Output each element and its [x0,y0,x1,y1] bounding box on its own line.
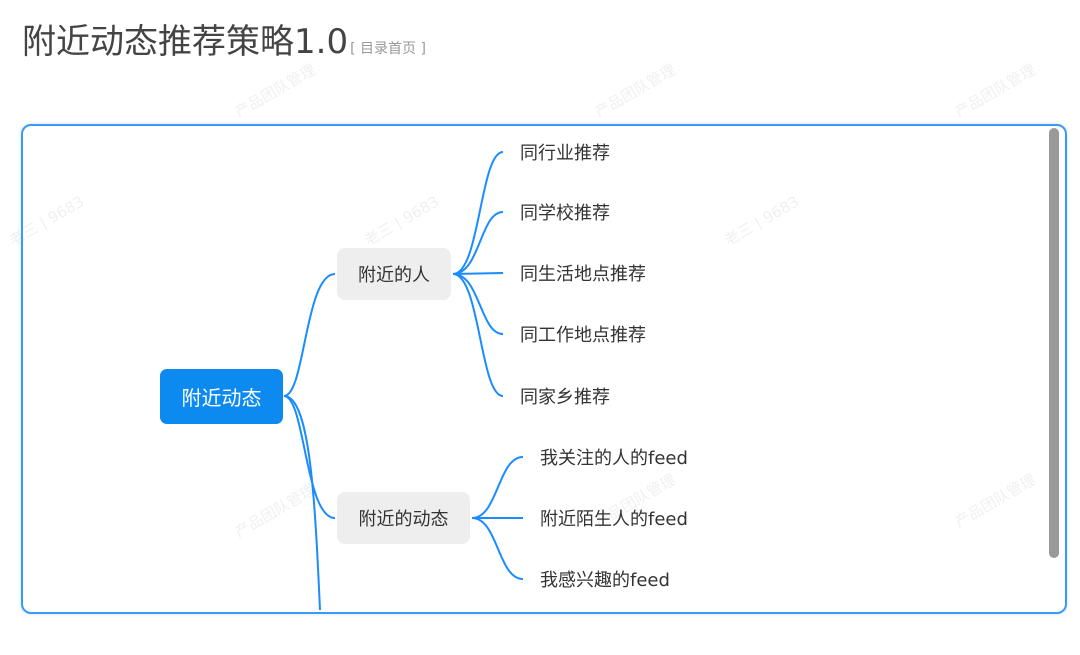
connector [283,395,321,611]
connector [452,273,504,397]
mindmap-leaf-node[interactable]: 同家乡推荐 [520,387,610,408]
mindmap-leaf-node[interactable]: 附近陌生人的feed [540,509,688,530]
mindmap-leaf-node[interactable]: 同工作地点推荐 [520,325,646,346]
connector [283,273,336,397]
mindmap-branch-node[interactable]: 附近的人 [337,248,451,300]
page-title: 附近动态推荐策略1.0[ 目录首页 ] [22,14,426,63]
vertical-scrollbar[interactable] [1049,128,1059,558]
connector [452,211,504,275]
connector [471,517,524,580]
connector [452,273,504,335]
mindmap-branch-node[interactable]: 附近的动态 [337,492,470,544]
mindmap-leaf-node[interactable]: 我关注的人的feed [540,448,688,469]
connector [452,272,504,275]
page-title-text: 附近动态推荐策略1.0 [22,22,349,62]
connector [452,151,504,275]
toc-home-link[interactable]: [ 目录首页 ] [350,41,426,57]
connector [471,456,524,519]
mindmap-canvas[interactable] [21,124,1067,614]
mindmap-leaf-node[interactable]: 同生活地点推荐 [520,264,646,285]
connector [283,395,336,519]
mindmap-leaf-node[interactable]: 我感兴趣的feed [540,570,670,591]
mindmap-leaf-node[interactable]: 同学校推荐 [520,203,610,224]
mindmap-leaf-node[interactable]: 同行业推荐 [520,143,610,164]
mindmap-root-node[interactable]: 附近动态 [160,369,283,424]
